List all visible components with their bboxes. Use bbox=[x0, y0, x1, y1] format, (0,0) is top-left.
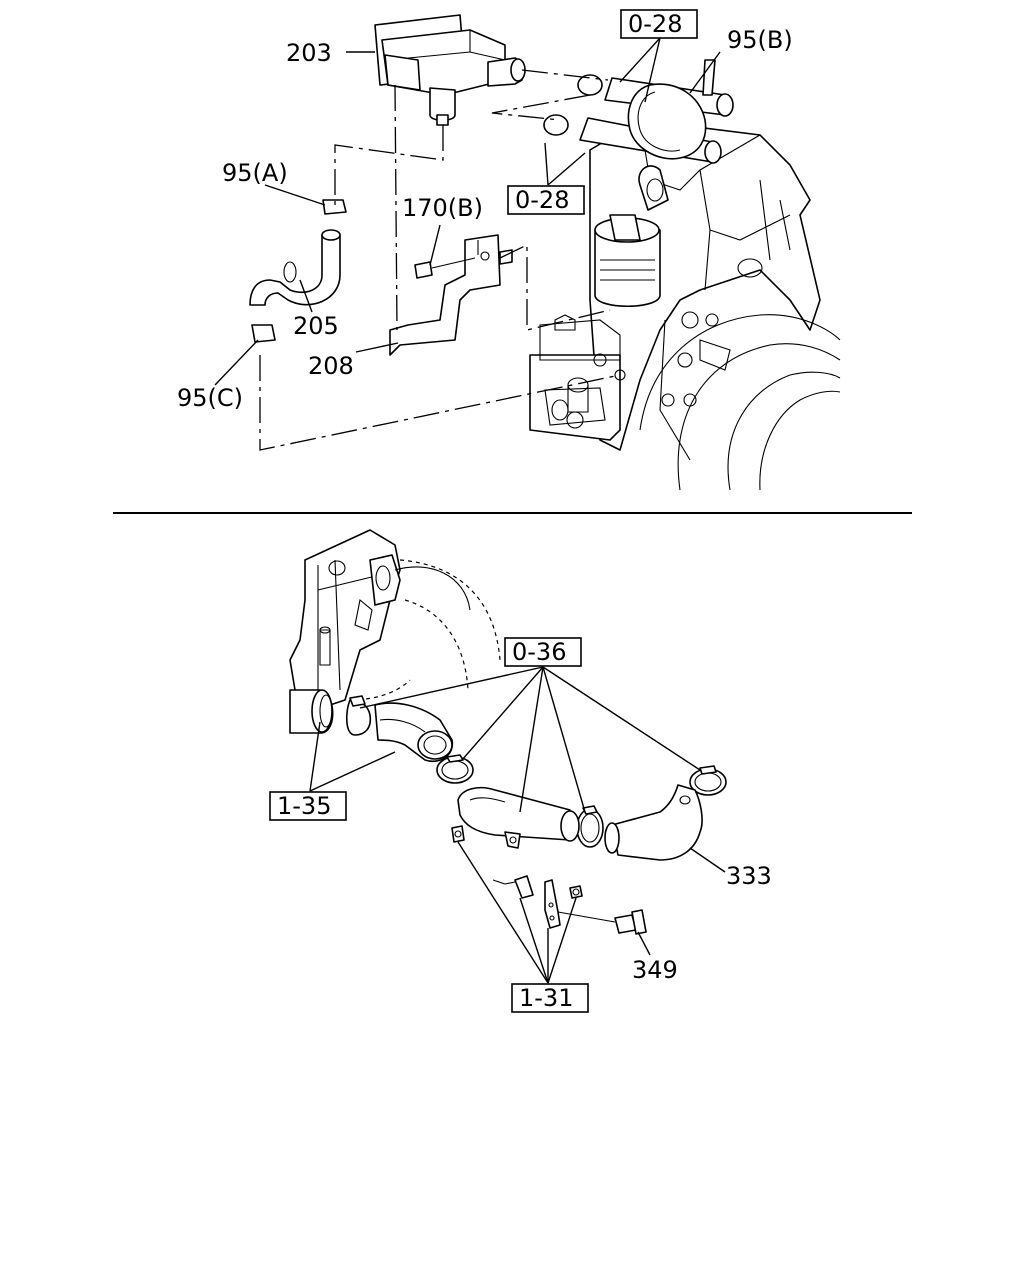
label-1-31: 1-31 bbox=[519, 984, 573, 1012]
clamps-036 bbox=[436, 754, 727, 848]
label-95a: 95(A) bbox=[222, 159, 288, 187]
callout-labels: 203 0-28 95(B) 95(A) 0-28 170(B) 205 208… bbox=[177, 9, 793, 1013]
canister-203 bbox=[374, 14, 526, 126]
label-0-36: 0-36 bbox=[512, 638, 566, 666]
hose-upper bbox=[374, 702, 454, 762]
ref-box-0-28-top bbox=[620, 9, 698, 39]
bracket-208 bbox=[389, 234, 513, 356]
label-205: 205 bbox=[293, 312, 339, 340]
hoses-top bbox=[543, 59, 734, 164]
label-208: 208 bbox=[308, 352, 354, 380]
filter-canister bbox=[594, 214, 661, 308]
outlet-pipe bbox=[289, 689, 372, 736]
pump-area bbox=[529, 314, 626, 441]
ref-box-1-31 bbox=[511, 983, 589, 1013]
label-95c: 95(C) bbox=[177, 384, 243, 412]
middle-pipe bbox=[457, 786, 580, 849]
hose-333 bbox=[604, 784, 703, 861]
ref-box-0-28-mid bbox=[507, 185, 585, 215]
label-203: 203 bbox=[286, 39, 332, 67]
label-1-35: 1-35 bbox=[277, 792, 331, 820]
engine-block bbox=[589, 119, 841, 491]
label-170b: 170(B) bbox=[402, 194, 483, 222]
flywheel-housing bbox=[289, 529, 501, 721]
bottom-leaders bbox=[309, 666, 726, 984]
hose-205 bbox=[249, 199, 347, 343]
top-leaders bbox=[214, 37, 721, 451]
ref-box-1-35 bbox=[269, 791, 347, 821]
bottom-assembly bbox=[289, 529, 727, 984]
label-333: 333 bbox=[726, 862, 772, 890]
fasteners-131 bbox=[451, 825, 647, 935]
top-assembly bbox=[214, 14, 841, 491]
label-0-28-top: 0-28 bbox=[628, 10, 682, 38]
label-349: 349 bbox=[632, 956, 678, 984]
label-95b: 95(B) bbox=[727, 26, 793, 54]
ref-box-0-36 bbox=[504, 637, 582, 667]
label-0-28-mid: 0-28 bbox=[515, 186, 569, 214]
